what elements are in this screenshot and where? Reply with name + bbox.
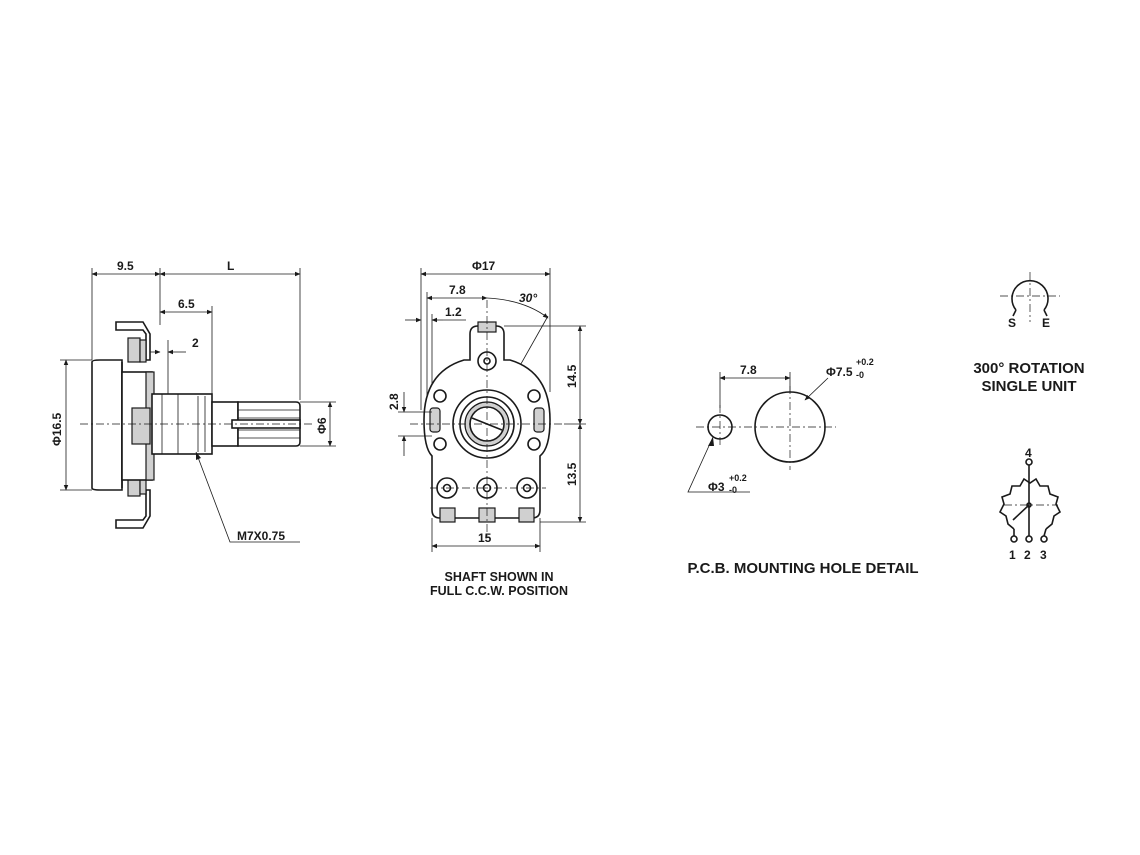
dim-lower-height: 13.5 bbox=[565, 462, 579, 486]
big-hole-tol-minus: -0 bbox=[856, 370, 864, 380]
pin-wiper-label: 4 bbox=[1025, 446, 1032, 460]
dim-tab: 2.8 bbox=[387, 393, 401, 410]
dim-lug-width: 1.2 bbox=[445, 305, 462, 319]
schematic-symbol: 4 1 2 3 bbox=[998, 446, 1062, 562]
small-hole-tol-plus: +0.2 bbox=[729, 473, 747, 483]
rotation-start-label: S bbox=[1008, 316, 1016, 330]
dim-flat: 2 bbox=[192, 336, 199, 350]
side-view: 9.5 L 6.5 2 Φ16.5 Φ6 M7X0.75 bbox=[50, 259, 336, 543]
big-hole-tol-plus: +0.2 bbox=[856, 357, 874, 367]
dim-shaft-diameter: Φ6 bbox=[315, 417, 329, 434]
front-view: Φ17 7.8 1.2 30° 2.8 14.5 13.5 15 SHAFT S… bbox=[387, 259, 586, 598]
pin-2-label: 2 bbox=[1024, 548, 1031, 562]
dim-front-diameter: Φ17 bbox=[472, 259, 496, 273]
dim-front-offset: 7.8 bbox=[449, 283, 466, 297]
front-caption-line2: FULL C.C.W. POSITION bbox=[430, 584, 568, 598]
dim-bushing: 6.5 bbox=[178, 297, 195, 311]
front-caption-line1: SHAFT SHOWN IN bbox=[444, 570, 553, 584]
dim-length: L bbox=[227, 259, 234, 273]
dim-big-hole: Φ7.5 bbox=[826, 365, 853, 379]
rotation-end-label: E bbox=[1042, 316, 1050, 330]
pcb-caption: P.C.B. MOUNTING HOLE DETAIL bbox=[687, 560, 918, 577]
rotation-caption-line1: 300° ROTATION bbox=[973, 360, 1084, 377]
dim-upper-height: 14.5 bbox=[565, 364, 579, 388]
small-hole-tol-minus: -0 bbox=[729, 485, 737, 495]
thread-label: M7X0.75 bbox=[237, 529, 285, 543]
dim-depth: 9.5 bbox=[117, 259, 134, 273]
dim-housing-diameter: Φ16.5 bbox=[50, 412, 64, 446]
dim-small-hole: Φ3 bbox=[708, 480, 725, 494]
rotation-symbol: S E 300° ROTATION SINGLE UNIT bbox=[973, 272, 1085, 395]
dim-hole-spacing: 7.8 bbox=[740, 363, 757, 377]
angle-label: 30° bbox=[519, 291, 537, 305]
pcb-detail: 7.8 Φ7.5 +0.2 -0 Φ3 +0.2 -0 P.C.B. MOUNT… bbox=[687, 357, 919, 577]
rotation-caption-line2: SINGLE UNIT bbox=[981, 378, 1076, 395]
dim-width: 15 bbox=[478, 531, 492, 545]
pin-1-label: 1 bbox=[1009, 548, 1016, 562]
pin-3-label: 3 bbox=[1040, 548, 1047, 562]
